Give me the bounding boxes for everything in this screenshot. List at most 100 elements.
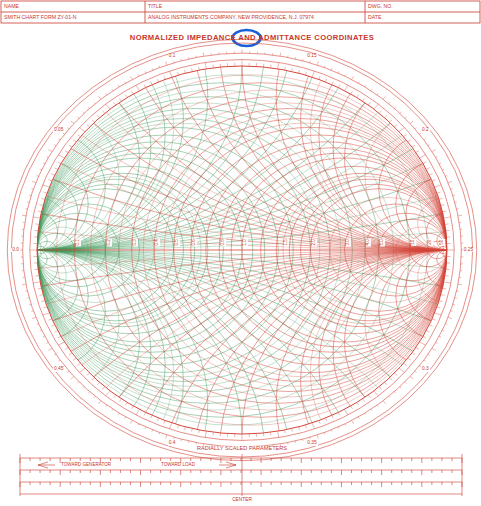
reactance-arc [0, 250, 140, 434]
tick-mark [37, 175, 39, 177]
tick-mark [54, 168, 57, 169]
tick-mark [429, 325, 432, 326]
tick-mark [43, 313, 50, 315]
scale-tick [110, 470, 111, 473]
scale-tick [351, 470, 352, 473]
tick-mark [73, 140, 76, 142]
tick-mark [461, 243, 463, 244]
scale-tick [431, 458, 432, 461]
tick-mark [445, 323, 447, 325]
scale-tick [361, 470, 362, 473]
tick-mark [58, 155, 64, 158]
tick-mark [242, 49, 243, 53]
scale-tick [190, 482, 191, 485]
tick-mark [71, 121, 74, 123]
tick-mark [98, 401, 101, 404]
tick-mark [44, 307, 48, 308]
scale-tick [431, 482, 432, 485]
tick-mark [159, 433, 161, 435]
tick-mark [21, 263, 23, 264]
header-cell: TITLE [148, 4, 162, 9]
tick-mark [136, 85, 140, 91]
tick-mark [357, 95, 359, 98]
tick-mark [226, 52, 227, 54]
tick-mark [94, 396, 95, 397]
tick-mark [102, 387, 104, 389]
tick-mark [34, 262, 38, 263]
header-border [1, 1, 480, 23]
tick-mark [362, 399, 364, 402]
scale-tick [462, 470, 463, 475]
tick-mark [284, 430, 286, 433]
tick-mark [97, 382, 100, 384]
tick-mark [169, 423, 171, 429]
resistance-value: 0.3 [133, 238, 138, 246]
tick-mark [114, 102, 116, 105]
scale-tick [130, 482, 131, 485]
wavelength-value: 0.05 [53, 128, 64, 133]
tick-mark [256, 63, 257, 66]
tick-mark [344, 424, 346, 426]
header-table [1, 1, 480, 23]
scale-tick [321, 470, 322, 473]
tick-mark [325, 79, 327, 82]
tick-mark [445, 223, 449, 224]
tick-mark [40, 169, 42, 171]
tick-mark [212, 65, 214, 68]
tick-mark [25, 208, 27, 209]
scale-tick [311, 482, 312, 485]
tick-mark [191, 68, 193, 71]
tick-mark [106, 93, 107, 94]
scale-tick [90, 470, 91, 473]
scale-tick [50, 458, 51, 461]
tick-mark [419, 133, 421, 134]
tick-mark [270, 65, 272, 68]
tick-mark [416, 151, 419, 153]
tick-mark [439, 300, 443, 302]
tick-mark [352, 421, 354, 424]
header-cell: DATE [368, 15, 381, 20]
tick-mark [40, 294, 44, 296]
wavelength-value: 0.4 [168, 441, 177, 446]
scale-tick [180, 470, 181, 475]
tick-mark [460, 229, 462, 230]
header-rule [145, 1, 146, 23]
tick-mark [416, 348, 419, 350]
direction-label: TOWARD LOAD [160, 463, 196, 468]
tick-mark [461, 236, 463, 237]
tick-mark [441, 204, 445, 206]
tick-mark [444, 282, 451, 283]
scale-tick [381, 470, 382, 475]
tick-mark [278, 431, 279, 437]
tick-mark [32, 181, 36, 182]
scale-tick [20, 458, 21, 463]
tick-mark [383, 96, 386, 99]
tick-mark [338, 427, 340, 429]
header-cell: DWG. NO. [368, 4, 393, 9]
tick-mark [426, 331, 429, 332]
tick-mark [448, 181, 452, 182]
tick-mark [43, 162, 45, 164]
scale-tick [261, 482, 262, 487]
scale-tick [130, 470, 131, 473]
tick-mark [58, 139, 60, 140]
scale-tick [361, 458, 362, 461]
resistance-value: 0.4 [155, 238, 160, 246]
tick-mark [457, 208, 459, 209]
tick-mark [460, 270, 462, 271]
tick-mark [458, 284, 462, 286]
tick-mark [249, 51, 250, 53]
scale-tick [90, 458, 91, 461]
tick-mark [441, 294, 445, 296]
tick-mark [38, 288, 42, 290]
scale-ring [23, 53, 462, 447]
tick-mark [447, 262, 451, 263]
tick-mark [58, 336, 61, 338]
scale-tick [40, 458, 41, 461]
tick-mark [218, 52, 219, 54]
tick-mark [408, 140, 411, 142]
tick-mark [180, 59, 182, 61]
tick-mark [234, 51, 235, 53]
scale-tick [311, 458, 312, 461]
tick-mark [439, 162, 441, 164]
